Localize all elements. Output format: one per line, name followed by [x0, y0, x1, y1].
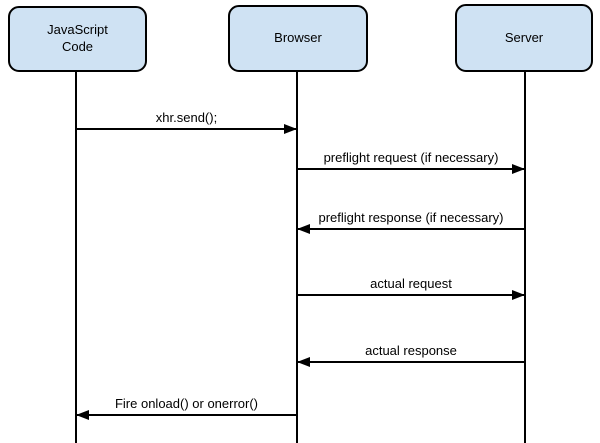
message-xhr-send-label: xhr.send();: [155, 110, 218, 125]
message-preflight-response: preflight response (if necessary): [297, 210, 525, 234]
message-preflight-request: preflight request (if necessary): [297, 150, 525, 174]
lifeline-javascript-code: [75, 71, 77, 443]
message-preflight-request-label: preflight request (if necessary): [323, 150, 499, 165]
message-actual-request: actual request: [297, 276, 525, 300]
message-actual-request-label: actual request: [370, 276, 452, 291]
message-fire-onload-onerror-line: [76, 410, 297, 420]
message-fire-onload-onerror: Fire onload() or onerror(): [76, 396, 297, 420]
message-xhr-send: xhr.send();: [76, 110, 297, 134]
message-actual-request-line: [297, 290, 525, 300]
arrowhead-right-icon: [512, 164, 525, 174]
actor-browser-label: Browser: [274, 30, 322, 46]
arrowhead-right-icon: [512, 290, 525, 300]
lifeline-server: [524, 71, 526, 443]
actor-server-label: Server: [504, 29, 544, 45]
actor-javascript-code: JavaScript Code: [8, 6, 147, 72]
arrowhead-left-icon: [76, 410, 89, 420]
message-actual-response-line: [297, 357, 525, 367]
message-fire-onload-onerror-label: Fire onload() or onerror(): [114, 396, 259, 411]
message-actual-response: actual response: [297, 343, 525, 367]
message-preflight-request-line: [297, 164, 525, 174]
arrowhead-left-icon: [297, 224, 310, 234]
message-xhr-send-line: [76, 124, 297, 134]
message-actual-response-label: actual response: [365, 343, 457, 358]
actor-server: Server: [455, 4, 593, 72]
message-preflight-response-label: preflight response (if necessary): [318, 210, 504, 225]
arrowhead-right-icon: [284, 124, 297, 134]
actor-javascript-code-label: JavaScript Code: [47, 22, 108, 54]
message-preflight-response-line: [297, 224, 525, 234]
actor-browser: Browser: [228, 5, 368, 72]
arrowhead-left-icon: [297, 357, 310, 367]
lifeline-browser: [296, 71, 298, 443]
